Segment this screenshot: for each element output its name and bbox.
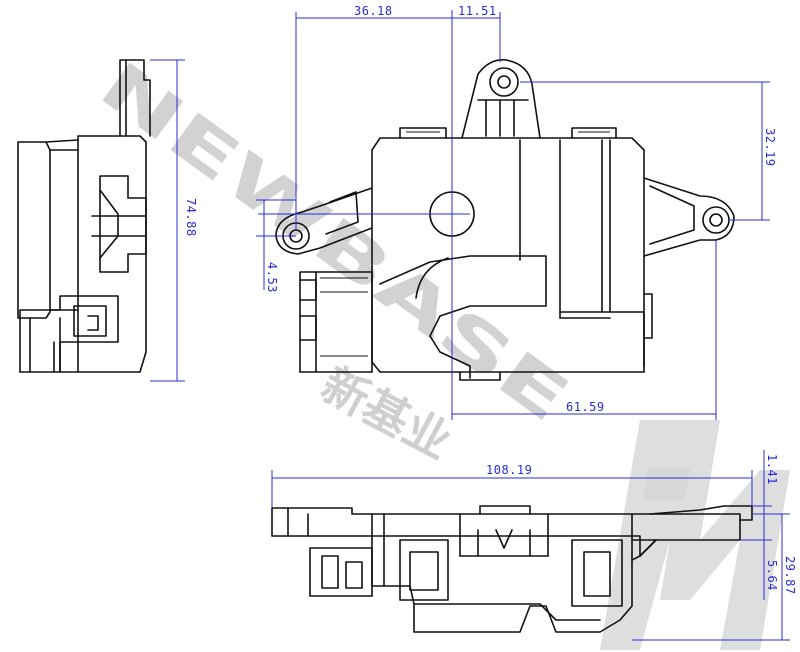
dim-pivot-vertical: 32.19 <box>763 128 777 167</box>
dim-height-total: 74.88 <box>184 198 198 237</box>
top-pivot-outer <box>489 67 519 97</box>
dim-bottom-height: 29.87 <box>783 556 797 595</box>
watermark-logo-mark <box>600 420 790 650</box>
dim-bottom-width: 108.19 <box>486 463 532 477</box>
right-pivot-outer <box>702 206 730 234</box>
dim-bottom-step: 5.64 <box>765 560 779 591</box>
dim-top-left-width: 36.18 <box>354 4 393 18</box>
top-view: 36.18 11.51 32.19 4.53 61.59 <box>256 4 777 420</box>
dim-pivot-span: 61.59 <box>566 400 605 414</box>
side-view: 74.88 <box>17 59 198 382</box>
right-pivot-inner <box>709 213 723 227</box>
front-view: 108.19 1.41 29.87 5.64 <box>271 450 797 641</box>
dim-bottom-top-gap: 1.41 <box>765 454 779 485</box>
dim-top-pivot-offset: 11.51 <box>458 4 497 18</box>
watermark-brand-cn: 新基业 <box>313 357 460 469</box>
dim-hole-offset: 4.53 <box>265 262 279 293</box>
top-pivot-inner <box>497 75 511 89</box>
